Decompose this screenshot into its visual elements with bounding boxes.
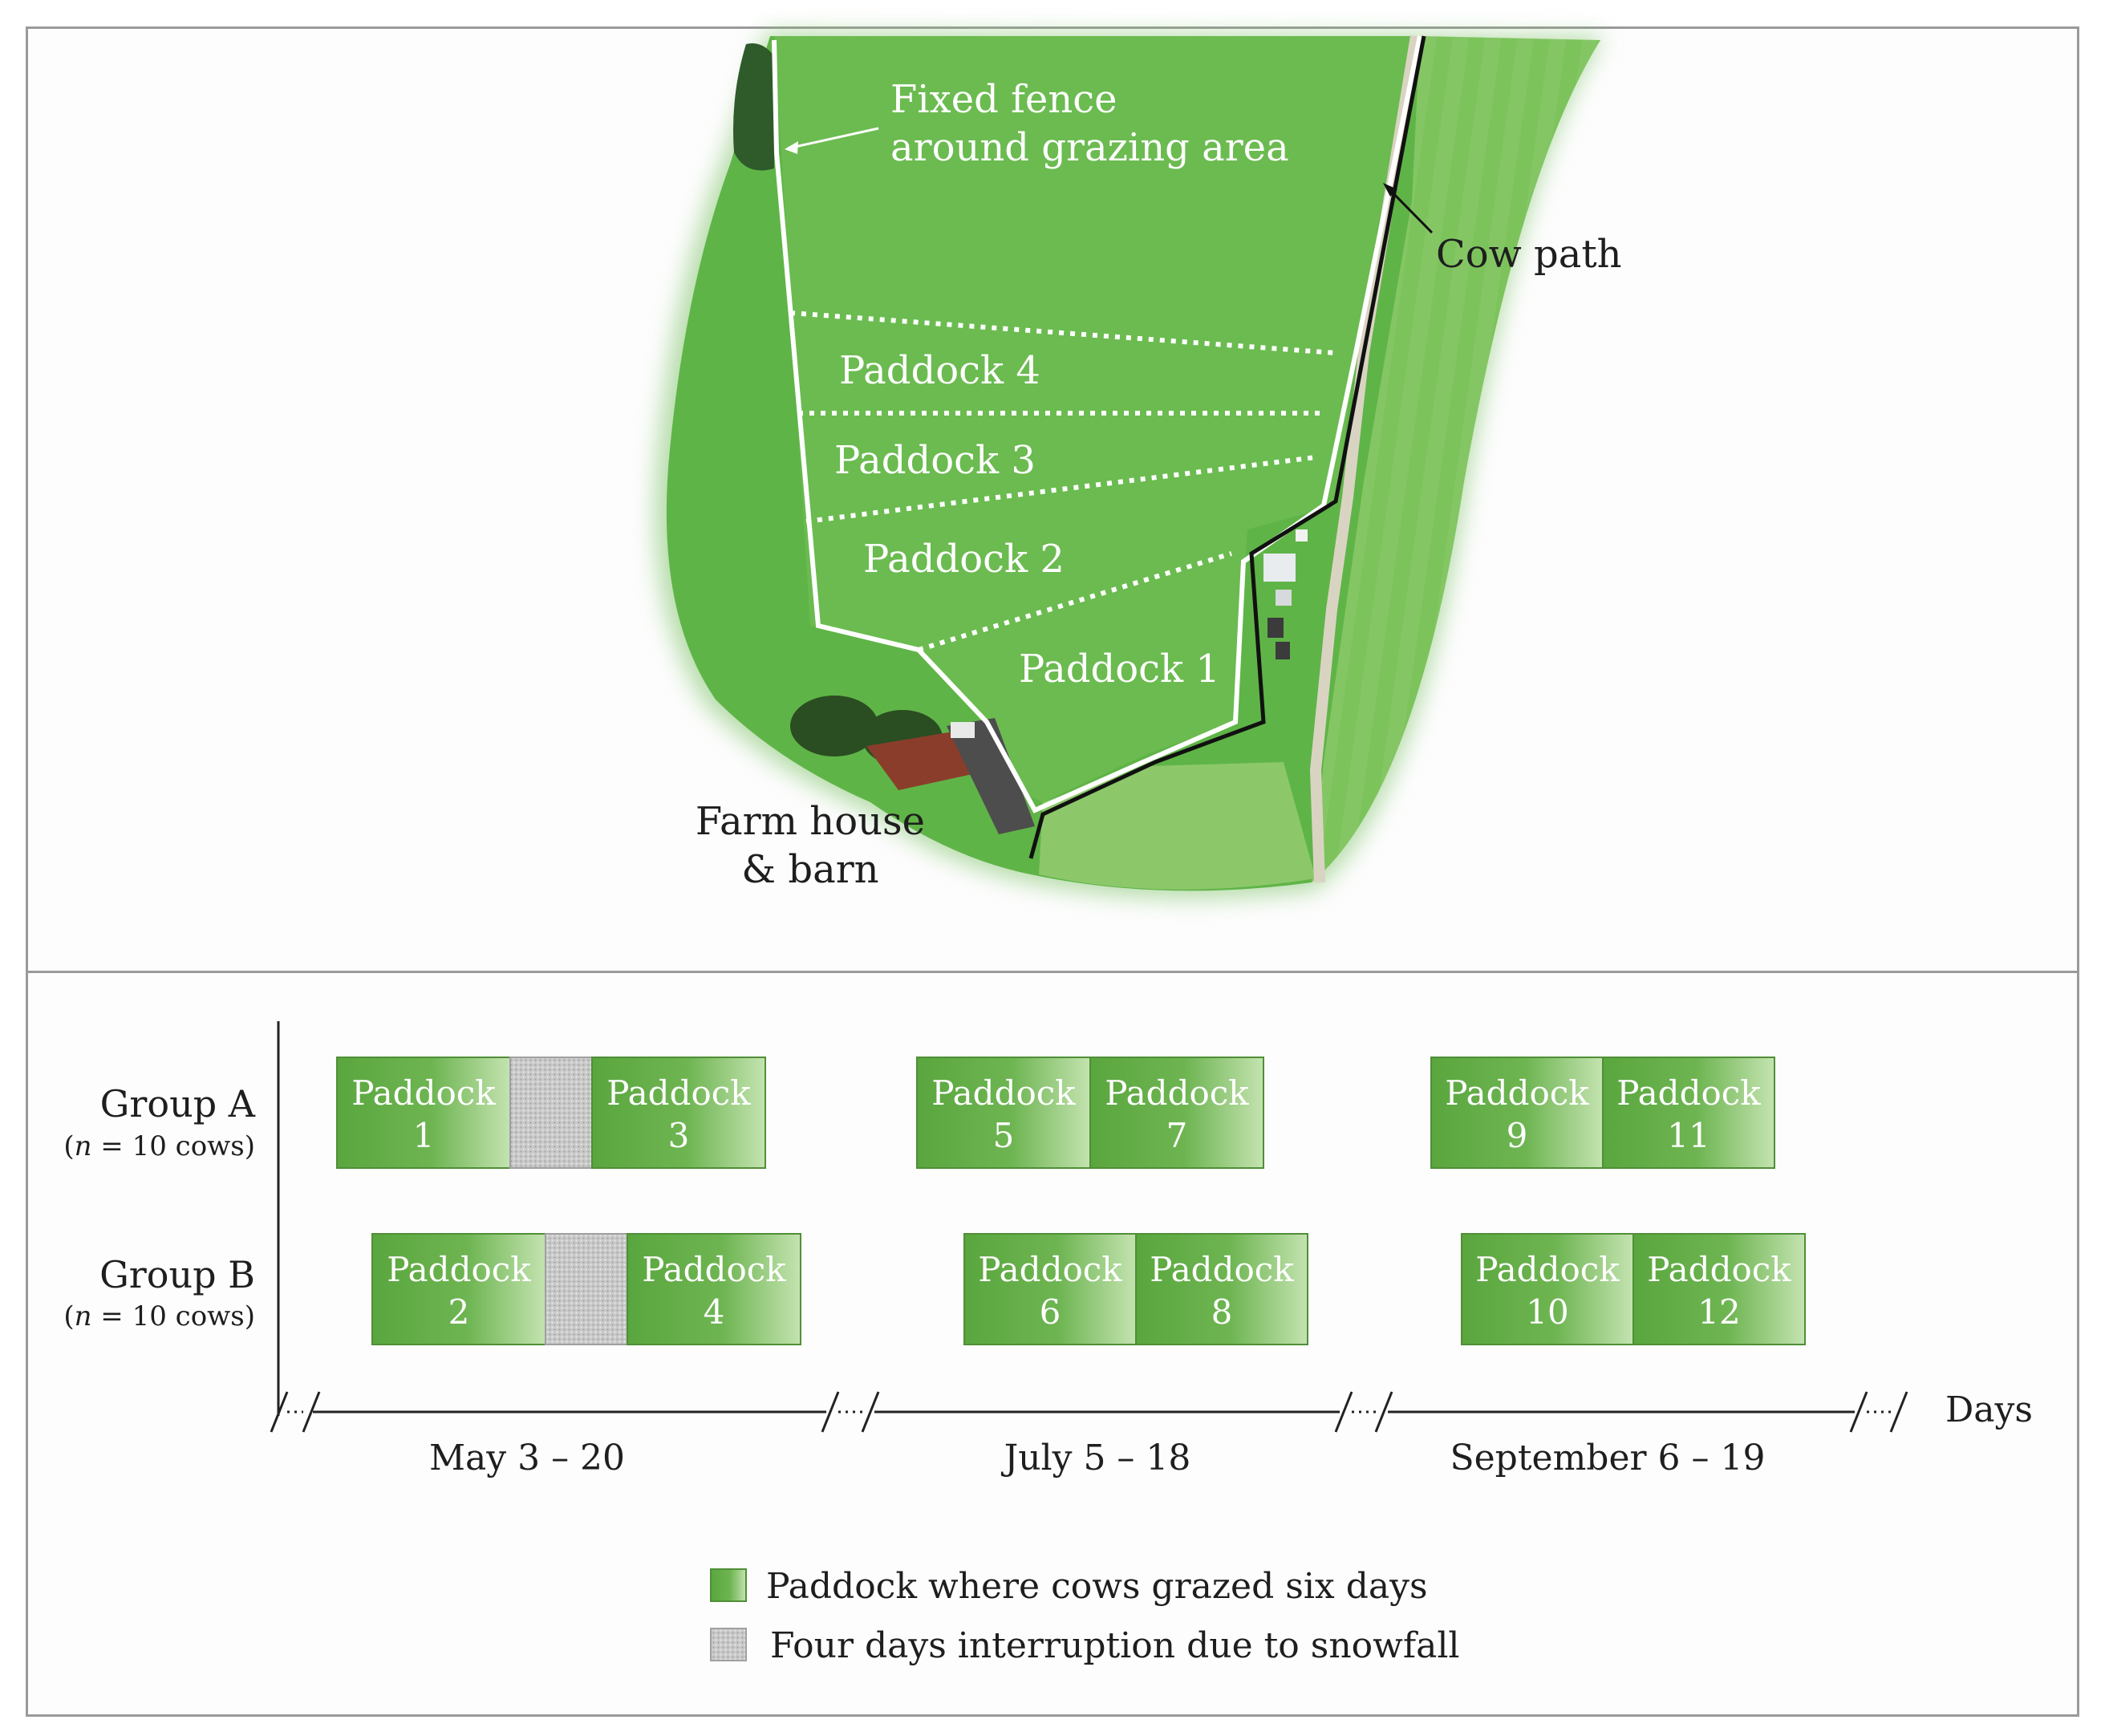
paddock-block-word: Paddock xyxy=(1445,1073,1589,1113)
paddock-block-number: 4 xyxy=(704,1292,725,1332)
paddock-dividers xyxy=(789,310,1336,652)
period-july: July 5 – 18 xyxy=(1001,1438,1191,1478)
paddock-4-label: Paddock 4 xyxy=(839,348,1040,393)
paddock-block xyxy=(1135,1233,1308,1345)
period-may: May 3 – 20 xyxy=(429,1438,625,1478)
grazing-area xyxy=(774,36,1412,802)
paddock-block-number: 2 xyxy=(448,1292,470,1332)
paddock-block xyxy=(627,1233,801,1345)
fence-pointer xyxy=(787,127,879,150)
farm-label-line2: & barn xyxy=(741,847,878,892)
paddock-block xyxy=(1430,1057,1604,1169)
fence-arrowhead xyxy=(785,141,798,154)
paddock-block-number: 5 xyxy=(993,1116,1015,1155)
paddock-block-number: 1 xyxy=(413,1116,435,1155)
paddock-block xyxy=(336,1057,511,1169)
paddock-block-word: Paddock xyxy=(1616,1073,1761,1113)
cow-path-arrowhead xyxy=(1383,183,1397,197)
snow-interruption-block xyxy=(545,1233,628,1345)
paddock-1-label: Paddock 1 xyxy=(1019,647,1220,692)
paddock-block xyxy=(963,1233,1137,1345)
east-field-texture xyxy=(1312,36,1600,882)
group-a-count: (n = 10 cows) xyxy=(63,1130,255,1162)
paddock-block-number: 8 xyxy=(1211,1292,1233,1332)
paddock-block xyxy=(1089,1057,1264,1169)
group-b-label: Group B xyxy=(99,1253,255,1296)
legend-swatch-snow xyxy=(710,1628,747,1661)
group-a-label: Group A xyxy=(100,1082,256,1126)
cow-path-line xyxy=(1028,35,1426,859)
paddock-block xyxy=(591,1057,766,1169)
time-axis xyxy=(270,1391,1908,1433)
days-axis-label: Days xyxy=(1945,1389,2033,1430)
trees-north xyxy=(733,43,774,171)
group-b-row: Paddock 2 Paddock 4 Paddock 6 Paddock 8 … xyxy=(371,1233,1806,1345)
farm-label-line1: Farm house xyxy=(696,799,925,844)
cow-path-label: Cow path xyxy=(1436,232,1622,277)
fence-label-line2: around grazing area xyxy=(890,125,1289,170)
paddock-block-word: Paddock xyxy=(387,1250,531,1289)
period-september: September 6 – 19 xyxy=(1450,1438,1766,1478)
fence-label-line1: Fixed fence xyxy=(890,77,1117,122)
paddock-block xyxy=(1602,1057,1775,1169)
paddock-block-number: 11 xyxy=(1667,1116,1710,1155)
paddock-block-number: 3 xyxy=(668,1116,690,1155)
legend-label-snow: Four days interruption due to snowfall xyxy=(770,1625,1459,1666)
paddock-block-word: Paddock xyxy=(642,1250,786,1289)
group-b-count: (n = 10 cows) xyxy=(63,1300,255,1332)
paddock-block xyxy=(1632,1233,1806,1345)
paddock-block-number: 9 xyxy=(1507,1116,1528,1155)
paddock-block-word: Paddock xyxy=(1647,1250,1791,1289)
paddock-block-number: 12 xyxy=(1697,1292,1740,1332)
timeline: Group A (n = 10 cows) Group B (n = 10 co… xyxy=(63,1021,2033,1478)
paddock-block-number: 6 xyxy=(1040,1292,1061,1332)
legend-swatch-grazed xyxy=(710,1568,747,1602)
paddock-block-word: Paddock xyxy=(1475,1250,1620,1289)
snow-interruption-block xyxy=(509,1057,593,1169)
paddock-block-word: Paddock xyxy=(606,1073,751,1113)
paddock-3-label: Paddock 3 xyxy=(834,438,1036,483)
aerial-map: Fixed fence around grazing area Paddock … xyxy=(655,32,1622,899)
farm-buildings xyxy=(790,529,1308,834)
paddock-block-number: 7 xyxy=(1166,1116,1188,1155)
legend-label-grazed: Paddock where cows grazed six days xyxy=(766,1566,1428,1607)
cow-path-pointer xyxy=(1385,185,1434,234)
group-a-row: Paddock 1 Paddock 3 Paddock 5 Paddock 7 … xyxy=(336,1057,1775,1169)
paddock-block xyxy=(916,1057,1091,1169)
paddock-block xyxy=(1461,1233,1634,1345)
paddock-block-word: Paddock xyxy=(1150,1250,1294,1289)
paddock-block-word: Paddock xyxy=(351,1073,496,1113)
paddock-block-word: Paddock xyxy=(978,1250,1122,1289)
paddock-block-word: Paddock xyxy=(1105,1073,1249,1113)
paddock-block-word: Paddock xyxy=(931,1073,1076,1113)
south-field xyxy=(1039,762,1316,890)
paddock-2-label: Paddock 2 xyxy=(863,537,1065,582)
fixed-fence xyxy=(772,35,1422,813)
legend: Paddock where cows grazed six days Four … xyxy=(710,1566,1459,1666)
paddock-block xyxy=(371,1233,546,1345)
paddock-block-number: 10 xyxy=(1526,1292,1568,1332)
